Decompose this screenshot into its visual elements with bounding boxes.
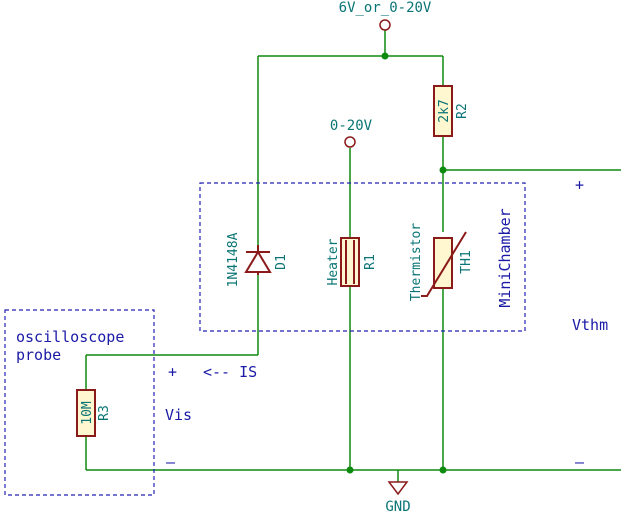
r2-body	[433, 85, 453, 137]
vthm-label: Vthm	[572, 316, 608, 334]
d1-value: 1N4148A	[226, 232, 241, 287]
resistor-r1-heater: Heater R1	[326, 237, 378, 287]
is-arrow-label: <-- IS	[203, 363, 257, 381]
resistor-r3: 10M R3	[76, 389, 112, 437]
oscilloscope-box: oscilloscope probe	[4, 309, 155, 496]
supply-top-label: 6V_or_0-20V	[339, 0, 432, 16]
ground-symbol: GND	[385, 481, 411, 515]
junction-top	[381, 52, 389, 60]
junction-vthm	[439, 166, 447, 174]
diode-d1: 1N4148A D1	[226, 232, 289, 287]
minichamber-label: MiniChamber	[496, 208, 514, 307]
r2-value: 2k7	[437, 99, 452, 122]
power-flag-heater-icon	[344, 136, 356, 148]
power-flag-top-icon	[379, 19, 391, 31]
plus-right-label: +	[575, 176, 584, 194]
minichamber-box: MiniChamber	[199, 182, 526, 332]
thermistor-th1: Thermistor TH1	[409, 223, 474, 301]
junction-gnd-th1	[439, 466, 447, 474]
junction-gnd-heater	[346, 466, 354, 474]
oscilloscope-outline	[4, 309, 155, 496]
vis-label: Vis	[165, 406, 192, 424]
minus-right-label: –	[575, 453, 585, 471]
power-port-top: 6V_or_0-20V	[339, 0, 432, 31]
th1-value: Thermistor	[409, 223, 424, 301]
minus-left-label: –	[166, 453, 176, 471]
r1-ref: R1	[363, 254, 378, 270]
resistor-r2: 2k7 R2	[433, 85, 470, 137]
ground-icon	[387, 481, 409, 496]
r2-ref: R2	[455, 103, 470, 119]
oscilloscope-label-line2: probe	[16, 346, 61, 364]
th1-ref: TH1	[459, 250, 474, 273]
power-port-heater: 0-20V	[330, 118, 373, 148]
ground-label: GND	[385, 499, 410, 515]
r3-ref: R3	[97, 405, 112, 421]
supply-heater-label: 0-20V	[330, 118, 373, 134]
r1-value: Heater	[326, 238, 341, 285]
minichamber-outline	[199, 182, 526, 332]
r3-body	[76, 389, 96, 437]
plus-left-label: +	[168, 363, 177, 381]
d1-triangle	[244, 250, 272, 273]
r3-value: 10M	[80, 401, 95, 425]
oscilloscope-label-line1: oscilloscope	[16, 328, 124, 346]
junctions	[346, 52, 447, 474]
r1-body	[340, 237, 360, 287]
th1-slash	[421, 231, 467, 297]
d1-ref: D1	[274, 254, 289, 270]
